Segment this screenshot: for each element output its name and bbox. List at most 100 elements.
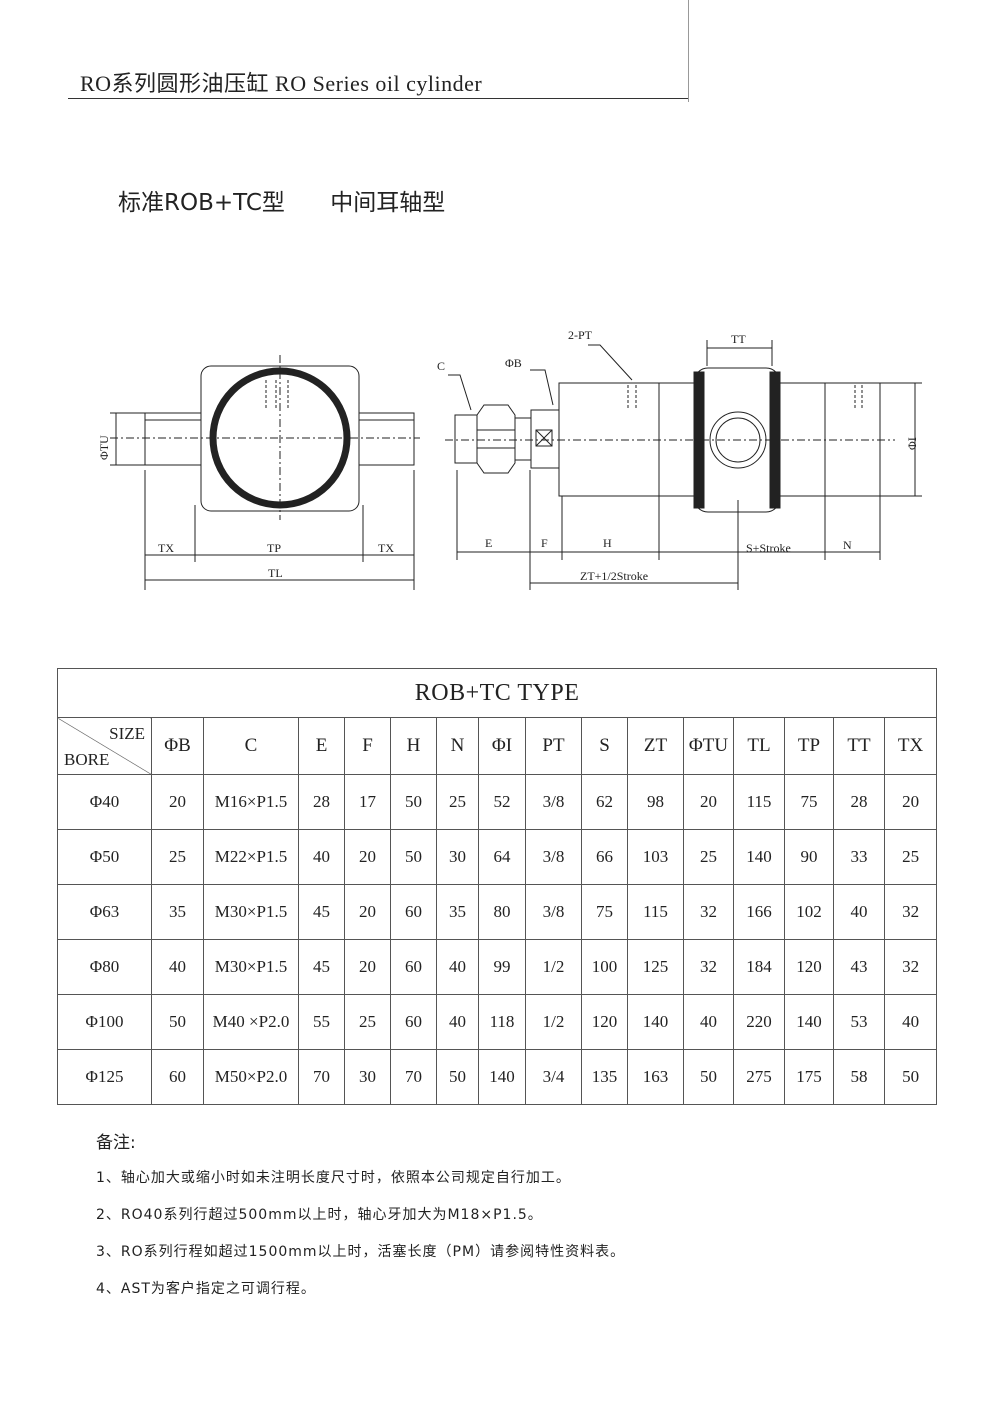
table-cell: 102 bbox=[784, 884, 834, 940]
column-header: TT bbox=[833, 717, 885, 775]
label-tu: ΦTU bbox=[97, 435, 111, 460]
table-cell: 32 bbox=[683, 939, 734, 995]
header-vertical-rule bbox=[688, 0, 689, 102]
subtitle-model: 标准ROB+TC型 bbox=[118, 190, 285, 216]
column-header: ΦTU bbox=[683, 717, 734, 775]
table-cell: 45 bbox=[298, 939, 345, 995]
table-cell: 135 bbox=[581, 1049, 628, 1105]
table-cell: 50 bbox=[390, 829, 437, 885]
table-cell: M22×P1.5 bbox=[203, 829, 299, 885]
column-header: E bbox=[298, 717, 345, 775]
table-cell: 40 bbox=[833, 884, 885, 940]
table-cell: 60 bbox=[390, 939, 437, 995]
column-header: ΦI bbox=[478, 717, 526, 775]
table-cell: 25 bbox=[436, 774, 479, 830]
table-cell: 3/8 bbox=[525, 829, 582, 885]
table-cell: 40 bbox=[436, 939, 479, 995]
header-rule bbox=[68, 98, 688, 99]
table-cell: 25 bbox=[344, 994, 391, 1050]
table-cell: 32 bbox=[683, 884, 734, 940]
page-subtitle: 标准ROB+TC型 中间耳轴型 bbox=[118, 183, 483, 217]
table-cell: M50×P2.0 bbox=[203, 1049, 299, 1105]
table-cell: 115 bbox=[627, 884, 684, 940]
table-cell: 25 bbox=[683, 829, 734, 885]
table-cell: 64 bbox=[478, 829, 526, 885]
table-cell: 58 bbox=[833, 1049, 885, 1105]
table-cell: 50 bbox=[436, 1049, 479, 1105]
bore-cell: Φ100 bbox=[57, 994, 152, 1050]
page-header: RO系列圆形油压缸 RO Series oil cylinder bbox=[80, 71, 483, 96]
table-cell: 50 bbox=[151, 994, 204, 1050]
column-header: ΦB bbox=[151, 717, 204, 775]
label-i: ΦI bbox=[905, 437, 919, 450]
table-cell: 70 bbox=[298, 1049, 345, 1105]
table-cell: 20 bbox=[883, 774, 938, 830]
bore-cell: Φ50 bbox=[57, 829, 152, 885]
size-label: SIZE bbox=[109, 724, 145, 743]
table-cell: 275 bbox=[733, 1049, 785, 1105]
table-cell: 1/2 bbox=[525, 939, 582, 995]
label-f: F bbox=[541, 536, 548, 550]
table-cell: 140 bbox=[784, 994, 834, 1050]
table-cell: 40 bbox=[436, 994, 479, 1050]
label-tx-right: TX bbox=[378, 541, 394, 555]
column-header: PT bbox=[525, 717, 582, 775]
table-cell: 3/4 bbox=[525, 1049, 582, 1105]
table-cell: 140 bbox=[627, 994, 684, 1050]
table-cell: 125 bbox=[627, 939, 684, 995]
table-cell: 45 bbox=[298, 884, 345, 940]
table-cell: 70 bbox=[390, 1049, 437, 1105]
table-cell: 60 bbox=[390, 994, 437, 1050]
column-header: H bbox=[390, 717, 437, 775]
table-cell: 118 bbox=[478, 994, 526, 1050]
note-item: 2、RO40系列行超过500mm以上时，轴心牙加大为M18×P1.5。 bbox=[96, 1207, 543, 1223]
dimension-table-wrapper: ROB+TC TYPE SIZE BORE ΦB C E F H N ΦI PT… bbox=[56, 668, 938, 1105]
notes-section: 备注: 1、轴心加大或缩小时如未注明长度尺寸时，依照本公司规定自行加工。 2、R… bbox=[96, 1128, 625, 1315]
table-cell: 40 bbox=[151, 939, 204, 995]
label-s-stroke: S+Stroke bbox=[746, 541, 791, 555]
table-cell: 40 bbox=[298, 829, 345, 885]
table-cell: 50 bbox=[883, 1049, 938, 1105]
table-cell: 3/8 bbox=[525, 884, 582, 940]
table-header-row: SIZE BORE ΦB C E F H N ΦI PT S ZT ΦTU TL… bbox=[57, 717, 938, 775]
table-cell: 25 bbox=[151, 829, 204, 885]
table-cell: 17 bbox=[344, 774, 391, 830]
column-header: TP bbox=[784, 717, 834, 775]
table-cell: 20 bbox=[151, 774, 204, 830]
column-header: F bbox=[344, 717, 391, 775]
column-header: TL bbox=[733, 717, 785, 775]
table-cell: 3/8 bbox=[525, 774, 582, 830]
table-cell: 20 bbox=[344, 829, 391, 885]
table-cell: 120 bbox=[581, 994, 628, 1050]
table-cell: 100 bbox=[581, 939, 628, 995]
table-cell: 20 bbox=[683, 774, 734, 830]
bore-cell: Φ40 bbox=[57, 774, 152, 830]
subtitle-type: 中间耳轴型 bbox=[330, 190, 446, 216]
notes-heading: 备注: bbox=[96, 1133, 136, 1153]
bore-cell: Φ125 bbox=[57, 1049, 152, 1105]
dimension-table: ROB+TC TYPE SIZE BORE ΦB C E F H N ΦI PT… bbox=[56, 668, 938, 1105]
table-cell: 220 bbox=[733, 994, 785, 1050]
table-cell: 43 bbox=[833, 939, 885, 995]
table-cell: 35 bbox=[151, 884, 204, 940]
note-item: 3、RO系列行程如超过1500mm以上时，活塞长度（PM）请参阅特性资料表。 bbox=[96, 1244, 626, 1260]
table-cell: 99 bbox=[478, 939, 526, 995]
label-tx-left: TX bbox=[158, 541, 174, 555]
table-cell: M30×P1.5 bbox=[203, 939, 299, 995]
table-cell: 32 bbox=[883, 884, 938, 940]
table-cell: 35 bbox=[436, 884, 479, 940]
rod bbox=[514, 417, 532, 461]
label-h: H bbox=[603, 536, 612, 550]
table-cell: 28 bbox=[298, 774, 345, 830]
label-e: E bbox=[485, 536, 492, 550]
column-header: TX bbox=[883, 717, 938, 775]
table-cell: 40 bbox=[683, 994, 734, 1050]
table-cell: 115 bbox=[733, 774, 785, 830]
column-header: C bbox=[203, 717, 299, 775]
table-cell: 184 bbox=[733, 939, 785, 995]
